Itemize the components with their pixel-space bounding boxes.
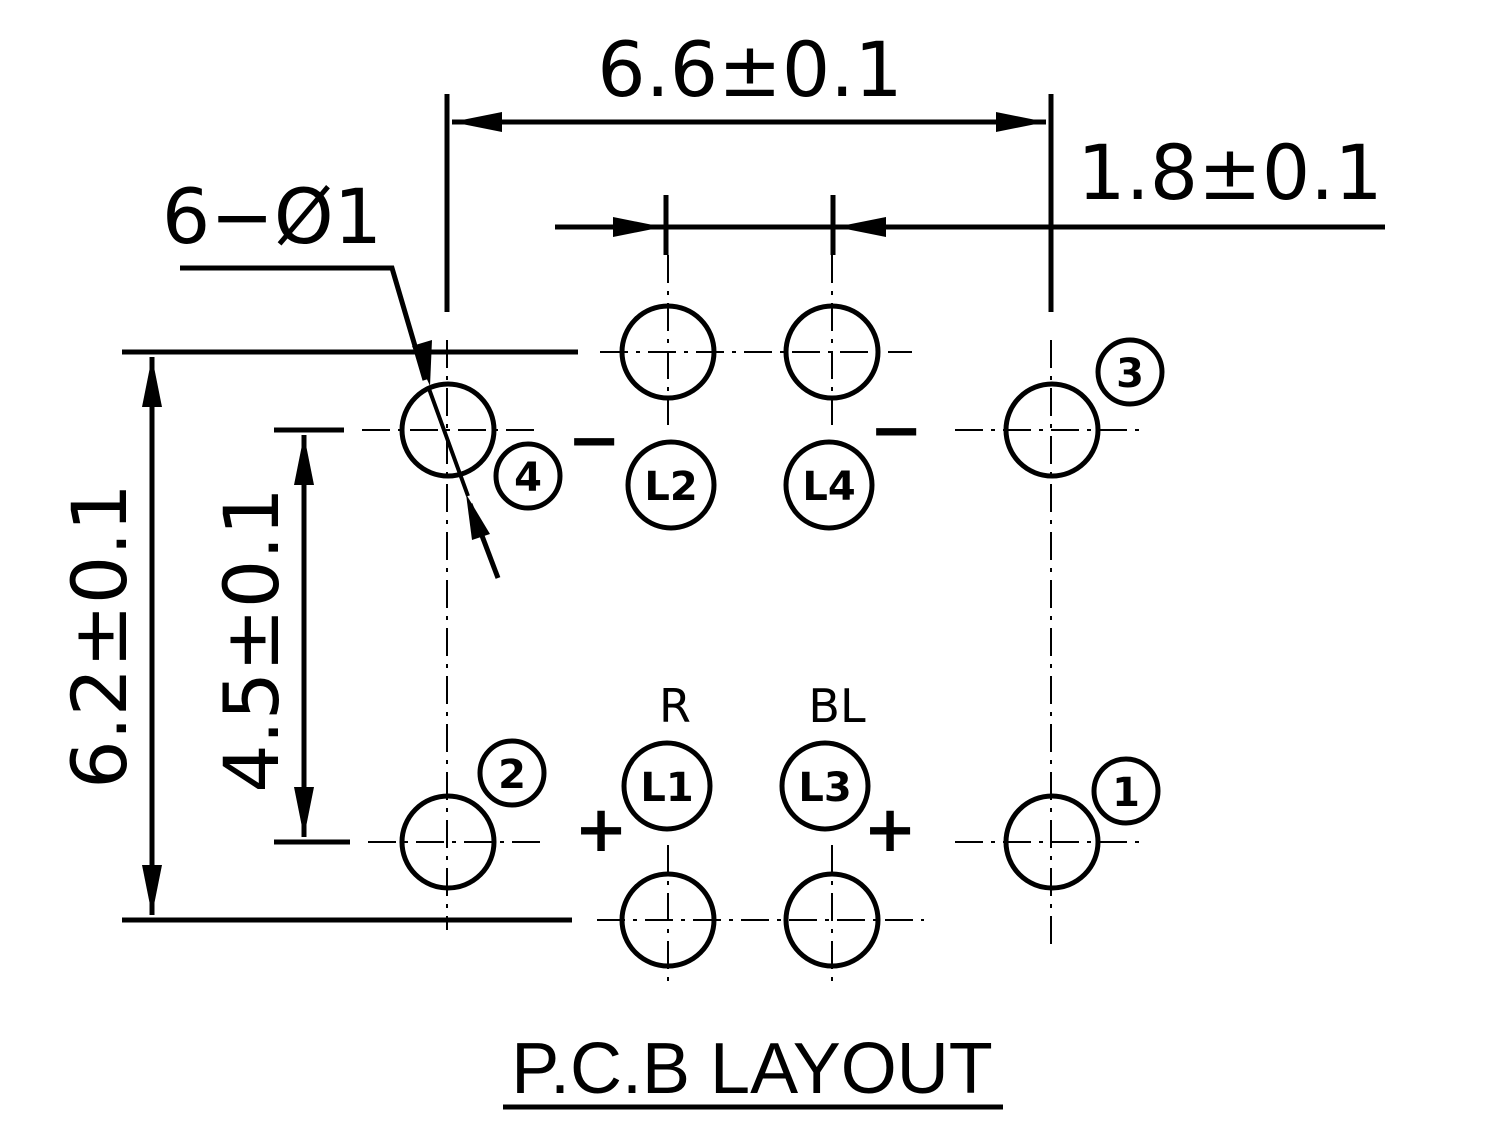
hole-spec-leader: 6−Ø1 <box>162 172 501 579</box>
arrow-height-top <box>142 357 162 407</box>
hole-top-right <box>783 303 881 401</box>
polarity-signs: − − + + <box>567 394 923 867</box>
arrow-width-right <box>996 112 1046 132</box>
hole-pin3 <box>1003 381 1101 479</box>
color-label-r: R <box>659 679 691 733</box>
pin1-number: 1 <box>1112 770 1140 816</box>
pin1-marker-circle <box>1091 756 1161 826</box>
arrow-width-left <box>452 112 502 132</box>
dimension-text-offset: 1.8±0.1 <box>1077 128 1382 217</box>
led-l4-circle <box>783 439 875 531</box>
led-l2-label: L2 <box>644 464 697 510</box>
hole-bottom-right <box>783 871 881 969</box>
led-l2-circle <box>625 439 717 531</box>
holes <box>399 303 1101 969</box>
hole-pin4 <box>399 381 497 479</box>
leader-arrow-lower <box>466 494 490 540</box>
led-l1-circle <box>621 740 713 832</box>
pin-markers: 4 3 2 1 <box>477 337 1165 826</box>
leader-arrow-upper <box>412 340 432 386</box>
minus-sign-left: − <box>567 404 621 478</box>
pin2-marker-circle <box>477 738 547 808</box>
led-l1-label: L1 <box>640 765 693 811</box>
arrow-height-bottom <box>142 865 162 915</box>
led-markers: L2 L4 L1 L3 <box>621 439 875 832</box>
plus-sign-right: + <box>863 793 917 867</box>
leader-line-through-hole <box>426 385 470 497</box>
pin3-number: 3 <box>1116 351 1144 397</box>
drawing-title: P.C.B LAYOUT <box>511 1029 993 1109</box>
led-l3-label: L3 <box>798 765 851 811</box>
dimension-height-total: 6.2±0.1 <box>55 349 578 923</box>
plus-sign-left: + <box>574 793 628 867</box>
pin4-marker-circle <box>493 441 563 511</box>
hole-top-left <box>619 303 717 401</box>
dimension-height-inner: 4.5±0.1 <box>207 427 350 845</box>
dimension-text-width: 6.6±0.1 <box>597 25 902 114</box>
led-l3-circle <box>779 740 871 832</box>
pin3-marker-circle <box>1095 337 1165 407</box>
led-l4-label: L4 <box>802 464 855 510</box>
leader-line-upper <box>180 265 428 381</box>
color-label-bl: BL <box>808 679 866 733</box>
dimension-width-total: 6.6±0.1 <box>444 25 1054 312</box>
minus-sign-right: − <box>869 394 923 468</box>
dimension-text-inner: 4.5±0.1 <box>207 487 296 792</box>
pin2-number: 2 <box>498 752 526 798</box>
hole-spec-text: 6−Ø1 <box>162 172 382 261</box>
arrow-inner-bottom <box>294 787 314 837</box>
arrow-offset-right <box>836 217 886 237</box>
dimension-offset: 1.8±0.1 <box>555 128 1385 255</box>
pin4-number: 4 <box>514 455 542 501</box>
dimension-text-height: 6.2±0.1 <box>55 483 144 788</box>
arrow-offset-left <box>613 217 663 237</box>
hole-pin1 <box>1003 793 1101 891</box>
arrow-inner-top <box>294 435 314 485</box>
hole-pin2 <box>399 793 497 891</box>
hole-bottom-left <box>619 871 717 969</box>
